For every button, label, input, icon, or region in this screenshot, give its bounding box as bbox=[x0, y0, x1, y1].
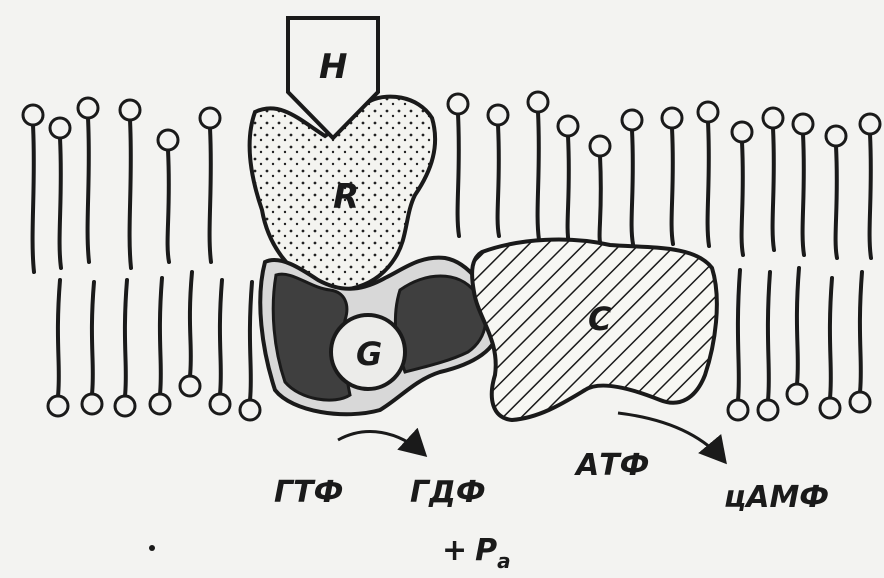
lipid-head bbox=[180, 376, 200, 396]
lipid-tail bbox=[190, 272, 192, 376]
lipid-tail bbox=[830, 278, 832, 398]
lipid-head bbox=[210, 394, 230, 414]
gtp-to-gdp-arrow bbox=[338, 432, 425, 455]
lipid-head bbox=[200, 108, 220, 128]
lipid-tail bbox=[708, 122, 709, 246]
lipid-head bbox=[787, 384, 807, 404]
hormone-label: H bbox=[319, 47, 347, 87]
lipid-head bbox=[758, 400, 778, 420]
gtp-label: ГТФ bbox=[274, 475, 343, 510]
upper-lipid-layer bbox=[23, 92, 880, 272]
lipid-tail bbox=[568, 136, 569, 244]
receptor-label: R bbox=[333, 177, 359, 217]
lipid-tail bbox=[860, 272, 862, 392]
lipid-tail bbox=[58, 280, 60, 396]
lipid-tail bbox=[130, 120, 131, 268]
lipid-tail bbox=[60, 138, 61, 268]
speck bbox=[149, 545, 155, 551]
lipid-head bbox=[115, 396, 135, 416]
lipid-head bbox=[488, 105, 508, 125]
lipid-tail bbox=[250, 282, 252, 400]
lipid-head bbox=[150, 394, 170, 414]
lipid-head bbox=[120, 100, 140, 120]
lipid-tail bbox=[773, 128, 774, 250]
lipid-tail bbox=[88, 118, 89, 262]
lipid-head bbox=[240, 400, 260, 420]
lipid-head bbox=[23, 105, 43, 125]
atp-label: АТФ bbox=[574, 448, 649, 483]
lipid-tail bbox=[738, 270, 740, 400]
lipid-tail bbox=[498, 125, 499, 236]
lipid-tail bbox=[672, 128, 673, 244]
lipid-head bbox=[820, 398, 840, 418]
lipid-tail bbox=[33, 125, 34, 272]
lipid-head bbox=[850, 392, 870, 412]
phosphate-label: +Pa bbox=[442, 533, 511, 573]
lipid-tail bbox=[600, 156, 601, 246]
lipid-tail bbox=[220, 280, 222, 394]
lipid-head bbox=[558, 116, 578, 136]
lipid-tail bbox=[92, 282, 94, 394]
lipid-head bbox=[698, 102, 718, 122]
lipid-head bbox=[82, 394, 102, 414]
lipid-tail bbox=[632, 130, 633, 244]
lipid-head bbox=[48, 396, 68, 416]
lipid-tail bbox=[836, 146, 837, 258]
lipid-head bbox=[826, 126, 846, 146]
lipid-head bbox=[528, 92, 548, 112]
lipid-tail bbox=[870, 134, 871, 258]
lipid-tail bbox=[538, 112, 539, 240]
lipid-head bbox=[590, 136, 610, 156]
lipid-tail bbox=[768, 272, 770, 400]
lipid-tail bbox=[210, 128, 211, 262]
lipid-head bbox=[662, 108, 682, 128]
lipid-head bbox=[732, 122, 752, 142]
lipid-head bbox=[860, 114, 880, 134]
lipid-tail bbox=[458, 114, 459, 236]
lipid-tail bbox=[797, 268, 799, 384]
gdp-label: ГДФ bbox=[410, 475, 486, 510]
lipid-head bbox=[158, 130, 178, 150]
lipid-head bbox=[622, 110, 642, 130]
lipid-tail bbox=[125, 280, 127, 396]
camp-label: цАМФ bbox=[724, 480, 829, 515]
cyclase-label: C bbox=[588, 300, 612, 338]
lipid-head bbox=[793, 114, 813, 134]
lipid-tail bbox=[168, 150, 169, 262]
lipid-head bbox=[78, 98, 98, 118]
lipid-tail bbox=[742, 142, 743, 255]
lipid-head bbox=[50, 118, 70, 138]
lipid-head bbox=[763, 108, 783, 128]
lipid-head bbox=[728, 400, 748, 420]
g-protein-label: G bbox=[356, 335, 382, 373]
lipid-tail bbox=[160, 278, 162, 394]
lipid-head bbox=[448, 94, 468, 114]
lipid-tail bbox=[803, 134, 804, 255]
